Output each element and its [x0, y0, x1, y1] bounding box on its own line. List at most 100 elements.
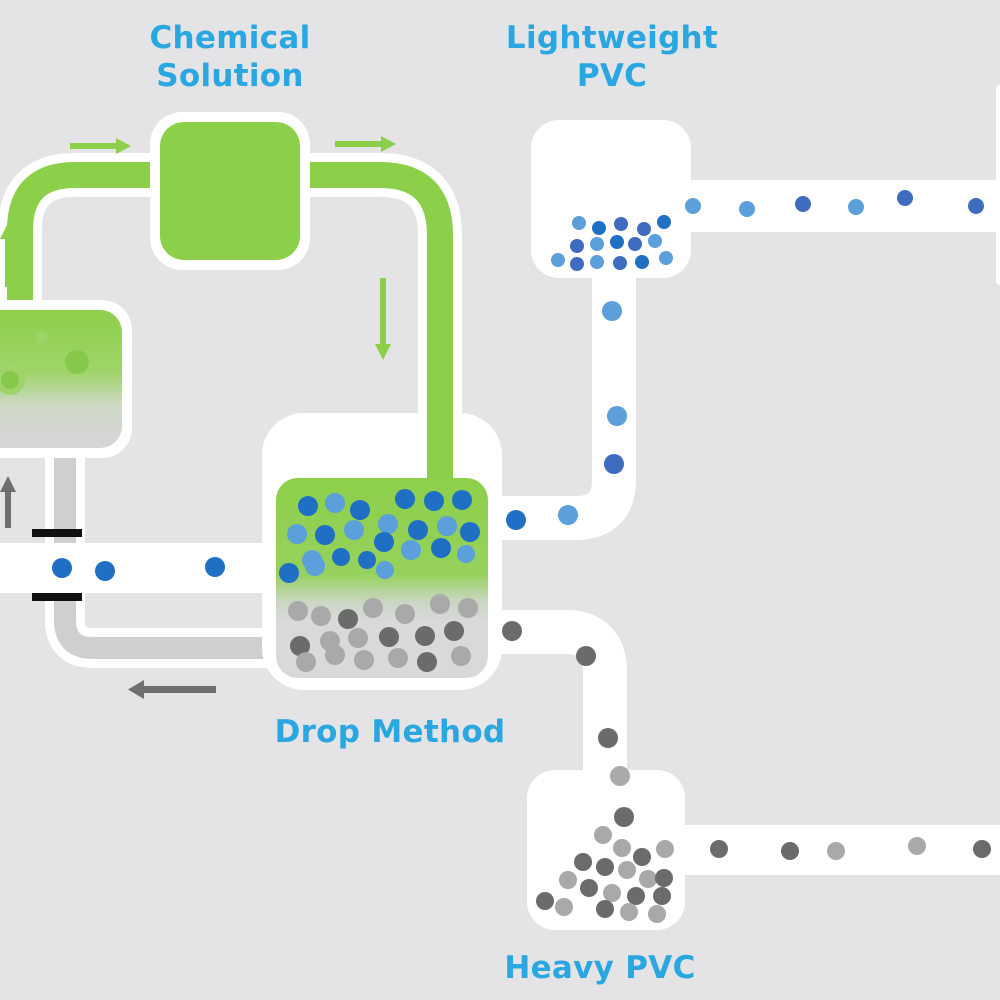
- lightweight-pvc-particle: [395, 489, 415, 509]
- flow-arrow-icon: [0, 223, 16, 287]
- heavy-pvc-particle: [576, 646, 596, 666]
- heavy-pvc-particle: [555, 898, 573, 916]
- lightweight-pvc-particle: [551, 253, 565, 267]
- lightweight-pvc-particle: [558, 505, 578, 525]
- lightweight-pvc-particle: [287, 524, 307, 544]
- lightweight-pvc-particle: [298, 496, 318, 516]
- heavy-pvc-particle: [594, 826, 612, 844]
- heavy-pvc-particle: [613, 839, 631, 857]
- lightweight-pvc-particle: [590, 237, 604, 251]
- lightweight-pvc-particle: [358, 551, 376, 569]
- heavy-pvc-particle: [451, 646, 471, 666]
- lightweight-pvc-label: Lightweight PVC: [497, 19, 727, 95]
- lightweight-pvc-particle: [614, 217, 628, 231]
- heavy-pvc-particle: [363, 598, 383, 618]
- lightweight-pvc-particle: [685, 198, 701, 214]
- lightweight-pvc-particle: [408, 520, 428, 540]
- outlet-vessel: [996, 85, 1000, 285]
- flow-arrows: [0, 136, 396, 699]
- pvc-particles: [52, 190, 991, 923]
- heavy-pvc-particle: [627, 887, 645, 905]
- lightweight-pvc-particle: [374, 532, 394, 552]
- heavy-pvc-particle: [536, 892, 554, 910]
- heavy-pvc-particle: [580, 879, 598, 897]
- solution-loop-pipe: [0, 153, 462, 500]
- heavy-pvc-particle: [296, 652, 316, 672]
- heavy-pvc-particle: [574, 853, 592, 871]
- lightweight-pvc-particle: [205, 557, 225, 577]
- lightweight-pvc-particle: [437, 516, 457, 536]
- lightweight-pvc-particle: [613, 256, 627, 270]
- lightweight-pvc-particle: [635, 255, 649, 269]
- lightweight-pvc-particle: [376, 561, 394, 579]
- heavy-pvc-particle: [618, 861, 636, 879]
- lightweight-pvc-particle: [795, 196, 811, 212]
- heavy-pvc-hopper: [527, 770, 685, 930]
- heavy-pvc-particle: [653, 887, 671, 905]
- flow-arrow-icon: [70, 138, 131, 154]
- heavy-pvc-particle: [603, 884, 621, 902]
- heavy-pvc-particle: [430, 594, 450, 614]
- flow-arrow-icon: [128, 680, 216, 699]
- lightweight-pvc-particle: [452, 490, 472, 510]
- lightweight-pvc-particle: [325, 493, 345, 513]
- lightweight-pvc-particle: [344, 520, 364, 540]
- heavy-pvc-particle: [620, 903, 638, 921]
- heavy-pvc-particle: [596, 858, 614, 876]
- lightweight-pvc-particle: [95, 561, 115, 581]
- lightweight-pvc-particle: [572, 216, 586, 230]
- lightweight-pvc-particle: [431, 538, 451, 558]
- heavy-pvc-particle: [502, 621, 522, 641]
- flow-arrow-icon: [375, 278, 391, 360]
- lightweight-pvc-particle: [279, 563, 299, 583]
- heavy-pvc-particle: [325, 645, 345, 665]
- heavy-pvc-particle: [610, 766, 630, 786]
- lightweight-pvc-particle: [637, 222, 651, 236]
- lightweight-pvc-particle: [607, 406, 627, 426]
- label-line: Solution: [156, 58, 304, 94]
- lightweight-pvc-particle: [659, 251, 673, 265]
- heavy-pvc-particle: [656, 840, 674, 858]
- pipe-clamps: [32, 529, 82, 601]
- heavy-pvc-particle: [614, 807, 634, 827]
- lightweight-pvc-particle: [628, 237, 642, 251]
- lightweight-pvc-particle: [610, 235, 624, 249]
- heavy-pvc-particle: [781, 842, 799, 860]
- lightweight-pvc-particle: [378, 514, 398, 534]
- lightweight-pvc-particle: [897, 190, 913, 206]
- chemical-solution-tank: [150, 112, 310, 270]
- lightweight-pvc-particle: [305, 556, 325, 576]
- lightweight-pvc-particle: [332, 548, 350, 566]
- heavy-pvc-particle: [648, 905, 666, 923]
- lightweight-pvc-particle: [602, 301, 622, 321]
- heavy-pvc-particle: [973, 840, 991, 858]
- heavy-pvc-particle: [444, 621, 464, 641]
- label-line: PVC: [576, 58, 648, 94]
- lightweight-pvc-particle: [590, 255, 604, 269]
- heavy-pvc-particle: [311, 606, 331, 626]
- heavy-pvc-particle: [559, 871, 577, 889]
- heavy-pvc-particle: [338, 609, 358, 629]
- flow-arrow-icon: [335, 136, 396, 152]
- lightweight-pvc-particle: [592, 221, 606, 235]
- heavy-pvc-particle: [908, 837, 926, 855]
- lightweight-pvc-particle: [506, 510, 526, 530]
- heavy-pvc-particle: [395, 604, 415, 624]
- transport-pipes: [0, 180, 1000, 875]
- heavy-pvc-particle: [655, 869, 673, 887]
- drop-method-label: Drop Method: [274, 714, 506, 750]
- return-pipe: [45, 445, 290, 668]
- lightweight-pvc-particle: [457, 545, 475, 563]
- heavy-pvc-particle: [710, 840, 728, 858]
- lightweight-pvc-particle: [648, 234, 662, 248]
- lightweight-pvc-particle: [848, 199, 864, 215]
- lightweight-pvc-particle: [460, 522, 480, 542]
- lightweight-pvc-particle: [968, 198, 984, 214]
- lightweight-pvc-particle: [401, 540, 421, 560]
- lightweight-pvc-particle: [739, 201, 755, 217]
- lightweight-pvc-particle: [570, 257, 584, 271]
- chemical-solution-label: Chemical Solution: [125, 19, 335, 95]
- lightweight-pvc-particle: [424, 491, 444, 511]
- lightweight-pvc-particle: [350, 500, 370, 520]
